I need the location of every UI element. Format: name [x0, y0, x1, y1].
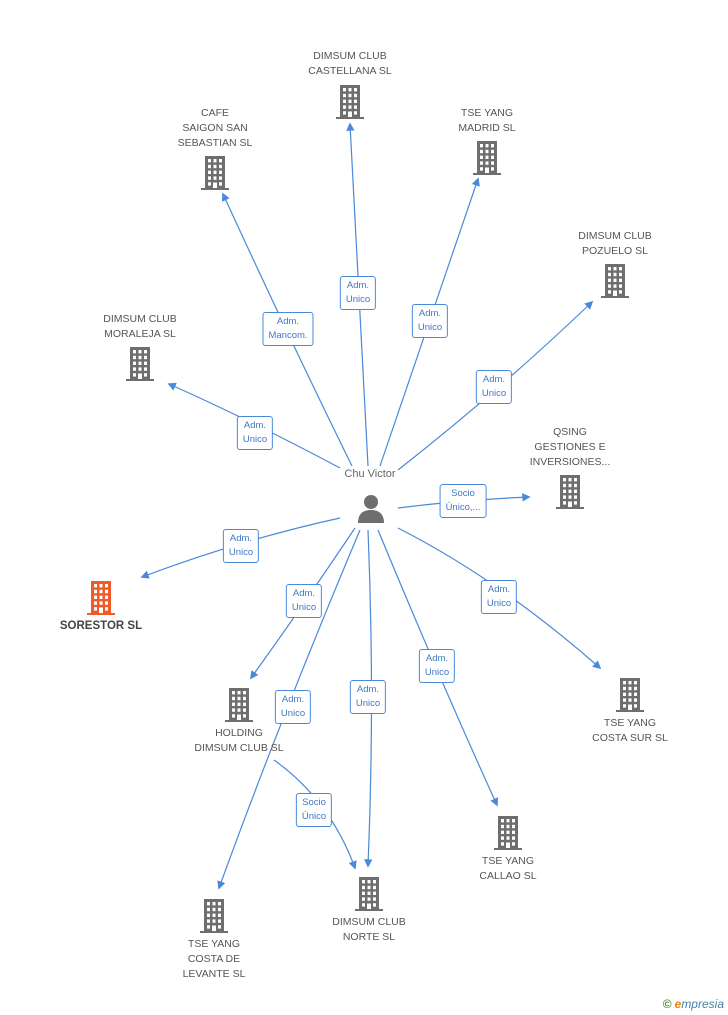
- building-icon: [201, 156, 229, 190]
- edge-label-line: Unico: [417, 322, 443, 333]
- building-icon: [494, 816, 522, 850]
- building-icon: [355, 877, 383, 911]
- company-name[interactable]: TSE YANG CALLAO SL: [438, 854, 578, 884]
- company-name-line: HOLDING: [215, 727, 263, 739]
- company-name-line: COSTA SUR SL: [592, 732, 668, 744]
- company-name-line: CALLAO SL: [479, 870, 537, 882]
- building-icon: [473, 141, 501, 175]
- building-icon: [200, 899, 228, 933]
- company-name-line: CASTELLANA SL: [308, 65, 392, 77]
- company-name-line: DIMSUM CLUB: [578, 230, 652, 242]
- edge-label-line: Unico: [228, 547, 254, 558]
- company-name-line: POZUELO SL: [582, 245, 648, 257]
- building-icon: [601, 264, 629, 298]
- edge-label-line: Unico: [345, 294, 371, 305]
- building-icon: [556, 475, 584, 509]
- edge-label-e-pozuelo[interactable]: Adm. Unico: [475, 370, 513, 404]
- building-icon: [87, 581, 115, 615]
- company-name[interactable]: TSE YANG COSTA DE LEVANTE SL: [144, 937, 284, 982]
- edge-label-e-callao[interactable]: Adm. Unico: [418, 649, 456, 683]
- company-name-line: LEVANTE SL: [182, 968, 246, 980]
- edge-label-line: Unico: [481, 388, 507, 399]
- company-name[interactable]: CAFE SAIGON SAN SEBASTIAN SL: [145, 106, 285, 151]
- edge-label-line: Unico: [424, 667, 450, 678]
- company-name[interactable]: TSE YANG MADRID SL: [417, 106, 557, 136]
- edge-label-line: Socio: [302, 797, 326, 808]
- edge-label-line: Adm.: [487, 584, 511, 595]
- edge-label-line: Unico: [280, 708, 306, 719]
- company-name[interactable]: DIMSUM CLUB POZUELO SL: [545, 229, 685, 259]
- edge-label-line: Adm.: [482, 374, 506, 385]
- company-name-line: MORALEJA SL: [104, 328, 176, 340]
- company-name[interactable]: DIMSUM CLUB MORALEJA SL: [70, 312, 210, 342]
- edge-label-line: Adm.: [418, 308, 442, 319]
- edge-label-e-levante[interactable]: Adm. Unico: [274, 690, 312, 724]
- empresia-logo[interactable]: ©empresia: [663, 997, 724, 1011]
- company-name-line: DIMSUM CLUB SL: [194, 742, 284, 754]
- edge-label-e-norte[interactable]: Adm. Unico: [349, 680, 387, 714]
- company-name-line: GESTIONES E: [534, 441, 606, 453]
- center-person-name[interactable]: Chu Victor: [344, 468, 396, 480]
- edge-label-line: Adm.: [276, 316, 300, 327]
- edge-label-line: Único,...: [445, 502, 481, 513]
- company-name[interactable]: TSE YANG COSTA SUR SL: [560, 716, 700, 746]
- edge-label-line: Adm.: [425, 653, 449, 664]
- edge-label-e-costa-sur[interactable]: Adm. Unico: [480, 580, 518, 614]
- edge-label-line: Adm.: [346, 280, 370, 291]
- company-name-line: COSTA DE: [187, 953, 241, 965]
- edge-label-e-sorestor[interactable]: Adm. Unico: [222, 529, 260, 563]
- company-name-line: NORTE SL: [342, 931, 396, 943]
- brand-text: mpresia: [681, 997, 724, 1011]
- company-name-line: TSE YANG: [460, 107, 514, 119]
- edge-label-line: Unico: [486, 598, 512, 609]
- edge-label-line: Adm.: [281, 694, 305, 705]
- building-icon: [336, 85, 364, 119]
- edge-label-line: Adm.: [243, 420, 267, 431]
- edge-label-line: Socio: [451, 488, 475, 499]
- company-name-line: SEBASTIAN SL: [177, 137, 253, 149]
- building-icon: [225, 688, 253, 722]
- edge-label-line: Único: [301, 811, 327, 822]
- edge-label-e-castellana[interactable]: Adm. Unico: [339, 276, 377, 310]
- edge-label-e-holding[interactable]: Adm. Unico: [285, 584, 323, 618]
- building-icon: [616, 678, 644, 712]
- company-name-line: DIMSUM CLUB: [332, 916, 406, 928]
- edge-label-line: Adm.: [229, 533, 253, 544]
- company-name-line: CAFE: [200, 107, 229, 119]
- edge-label-line: Unico: [242, 434, 268, 445]
- edge-label-line: Adm.: [292, 588, 316, 599]
- company-name[interactable]: QSING GESTIONES E INVERSIONES...: [500, 425, 640, 470]
- edge-label-line: Mancom.: [268, 330, 308, 341]
- company-name[interactable]: DIMSUM CLUB NORTE SL: [299, 915, 439, 945]
- company-name-line: DIMSUM CLUB: [103, 313, 177, 325]
- edge-label-e-cafe[interactable]: Adm. Mancom.: [262, 312, 314, 346]
- brand-e: e: [674, 997, 682, 1011]
- edge-label-e-madrid[interactable]: Adm. Unico: [411, 304, 449, 338]
- company-name-line: TSE YANG: [187, 938, 241, 950]
- company-name[interactable]: HOLDING DIMSUM CLUB SL: [169, 726, 309, 756]
- company-name[interactable]: SORESTOR SL: [31, 619, 171, 634]
- edge-label-line: Unico: [291, 602, 317, 613]
- copyright-icon: ©: [662, 997, 672, 1011]
- building-icon: [126, 347, 154, 381]
- company-name-line: SAIGON SAN: [182, 122, 248, 134]
- company-name-line: INVERSIONES...: [529, 456, 611, 468]
- company-name-line: SORESTOR SL: [59, 620, 143, 632]
- company-name-line: QSING: [553, 426, 587, 438]
- company-name-line: MADRID SL: [458, 122, 516, 134]
- company-name-line: TSE YANG: [481, 855, 535, 867]
- edge-label-line: Unico: [355, 698, 381, 709]
- company-name[interactable]: DIMSUM CLUB CASTELLANA SL: [280, 49, 420, 79]
- company-name-line: TSE YANG: [603, 717, 657, 729]
- person-icon[interactable]: [355, 492, 387, 524]
- edge-label-e-moraleja[interactable]: Adm. Unico: [236, 416, 274, 450]
- edge-label-line: Adm.: [356, 684, 380, 695]
- company-name-line: DIMSUM CLUB: [313, 50, 387, 62]
